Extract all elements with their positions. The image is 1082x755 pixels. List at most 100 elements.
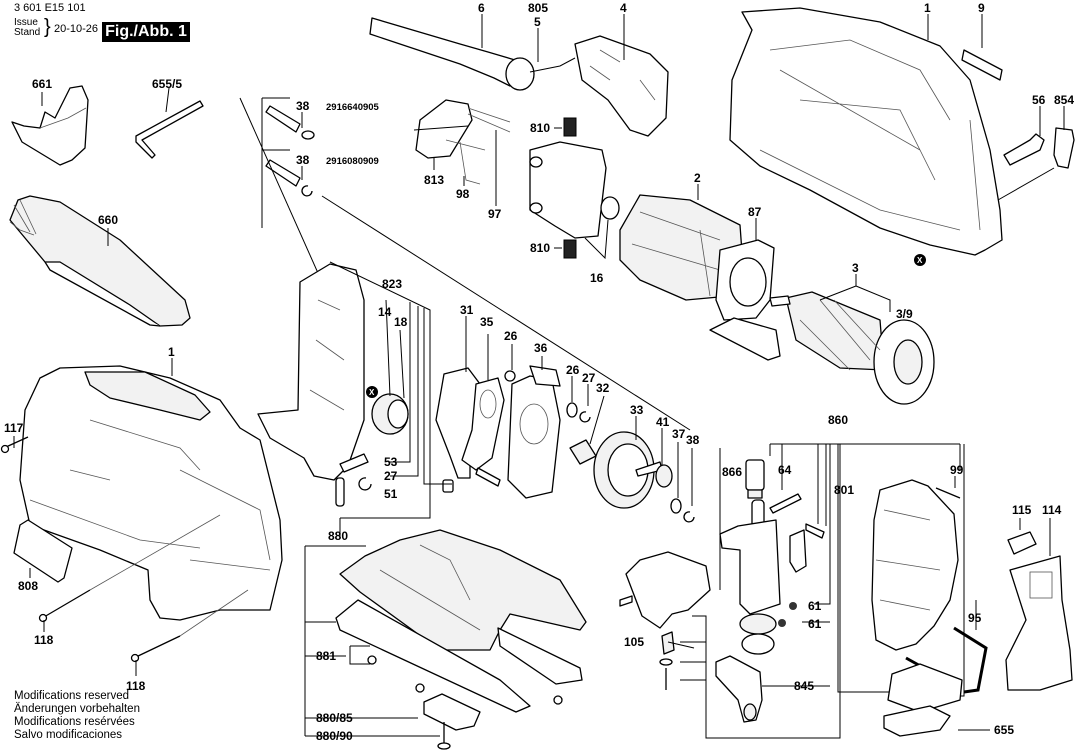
label-860: 860 — [828, 413, 848, 427]
label-99: 99 — [950, 463, 964, 477]
part-114-blade-guard — [1005, 555, 1073, 691]
nut-small — [442, 479, 454, 493]
label-27-a: 27 — [384, 469, 398, 483]
stroke-rod-frame — [719, 499, 781, 655]
part-38-clip-c — [683, 511, 695, 523]
label-880: 880 — [328, 529, 348, 543]
label-38-a-code: 2916640905 — [326, 102, 380, 113]
part-854-knob — [997, 127, 1075, 201]
part-35-plate — [461, 377, 505, 471]
issue-date: 20-10-26 — [54, 23, 99, 35]
part-9-label-strip — [961, 49, 1003, 81]
part-655-splinter-guard — [883, 705, 951, 737]
base-plate-screws — [367, 655, 563, 705]
part-27-clip-b — [579, 411, 591, 423]
label-118-a: 118 — [34, 633, 54, 647]
carbon-brush-810-lower — [563, 239, 577, 259]
label-38-a: 38 — [296, 99, 310, 113]
part-99-screw — [935, 487, 961, 499]
label-114: 114 — [1042, 503, 1062, 517]
label-95: 95 — [968, 611, 982, 625]
label-3: 3 — [852, 261, 859, 275]
part-51-pin — [335, 477, 345, 507]
part-14-bearing — [371, 393, 409, 435]
modification-notes: Modifications reserved Änderungen vorbeh… — [14, 690, 140, 742]
label-3-9: 3/9 — [896, 307, 913, 321]
part-26-washer-b — [566, 402, 578, 418]
part-813-electronic-module — [413, 99, 511, 185]
part-1-housing-left — [19, 365, 283, 621]
part-880-90-screw — [437, 722, 451, 750]
label-41: 41 — [656, 415, 670, 429]
label-26-a: 26 — [504, 329, 518, 343]
label-845: 845 — [794, 679, 814, 693]
label-813: 813 — [424, 173, 444, 187]
label-655-5: 655/5 — [152, 77, 182, 91]
label-98: 98 — [456, 187, 470, 201]
screw-118-a — [38, 514, 221, 623]
part-16-brush-holder — [529, 141, 620, 260]
label-18: 18 — [394, 315, 408, 329]
label-38-b-code: 2916080909 — [326, 156, 379, 167]
label-880-90: 880/90 — [316, 729, 353, 743]
part-655-5-hex-key — [135, 100, 204, 159]
part-661-chip-guard — [11, 85, 89, 166]
bracket-860 — [762, 443, 965, 697]
part-880-85-clamp — [423, 693, 481, 731]
reference-marker-x-left: X — [366, 386, 378, 398]
issue-label: Issue — [14, 17, 38, 28]
set-screws-61 — [778, 602, 797, 627]
part-37-washer — [670, 498, 682, 514]
label-53: 53 — [384, 455, 398, 469]
screw-118-b — [130, 589, 249, 663]
label-2: 2 — [694, 171, 701, 185]
label-881: 881 — [316, 649, 336, 663]
part-26-washer-a — [504, 370, 516, 382]
svg-text:X: X — [369, 388, 375, 397]
label-31: 31 — [460, 303, 474, 317]
label-117: 117 — [4, 421, 24, 435]
gear-case-housing — [871, 479, 959, 651]
label-1-right: 1 — [924, 1, 931, 15]
part-115-cap — [1007, 531, 1037, 555]
roller-guide-845 — [715, 655, 763, 723]
part-32-needle-bearing — [569, 439, 597, 465]
label-16: 16 — [590, 271, 604, 285]
stand-label: Stand — [14, 27, 41, 38]
part-2-field-stator — [619, 194, 745, 301]
label-9: 9 — [978, 1, 985, 15]
label-823: 823 — [382, 277, 402, 291]
bracket-801-105 — [680, 448, 841, 739]
part-823-gear-cover — [257, 263, 365, 481]
label-33: 33 — [630, 403, 644, 417]
label-4: 4 — [620, 1, 627, 15]
part-labels: 661 655/5 660 1 117 808 118 118 38 29166… — [4, 1, 1074, 743]
part-56-lever — [1003, 133, 1045, 166]
label-854: 854 — [1054, 93, 1074, 107]
bracket-pins-38 — [261, 97, 290, 228]
label-38-b: 38 — [296, 153, 310, 167]
label-118-b: 118 — [126, 679, 146, 693]
label-801: 801 — [834, 483, 854, 497]
part-27-clip-a — [358, 477, 372, 491]
part-53-pin — [339, 453, 369, 473]
label-655: 655 — [994, 723, 1014, 737]
bracket-823 — [329, 261, 452, 519]
part-87-air-guide-ring — [709, 239, 781, 361]
label-866: 866 — [722, 465, 742, 479]
carbon-brush-810-upper — [563, 117, 577, 137]
issue-stand-labels: Issue Stand — [14, 18, 40, 38]
part-1-housing-right — [729, 7, 1003, 256]
label-808: 808 — [18, 579, 38, 593]
pin-38-upper — [265, 105, 315, 140]
label-105: 105 — [624, 635, 644, 649]
label-51: 51 — [384, 487, 398, 501]
label-97: 97 — [488, 207, 502, 221]
part-33-gear — [593, 431, 663, 509]
bracket-880 — [304, 517, 440, 737]
label-61-a: 61 — [808, 599, 822, 613]
brace-glyph: } — [44, 16, 51, 38]
reference-marker-x-right: X — [914, 254, 926, 266]
part-4-switch — [574, 35, 669, 137]
